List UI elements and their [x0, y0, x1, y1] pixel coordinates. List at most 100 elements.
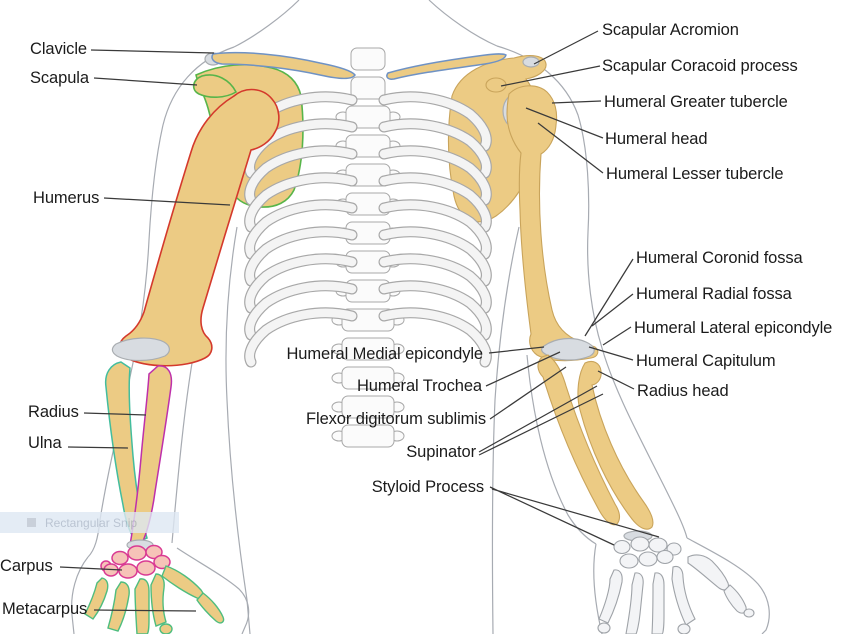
connector-humeral-head: [525, 107, 604, 139]
connector-scapula: [93, 77, 198, 86]
connector-supinator: [478, 385, 604, 456]
label-radius: Radius: [28, 403, 79, 421]
rib: [245, 281, 357, 340]
vertebra: [341, 395, 395, 419]
right-inner-forearm-outline: [526, 354, 597, 545]
label-humeral-trochea: Humeral Trochea: [356, 377, 482, 395]
left-forearm: [104, 361, 173, 551]
label-humeral-radial-fossa: Humeral Radial fossa: [636, 285, 792, 303]
right-radius-bone: [577, 360, 654, 530]
label-supinator: Supinator: [406, 443, 476, 461]
connector-radius-head: [597, 370, 635, 390]
connector-humeral-radial-fossa: [591, 293, 634, 327]
label-humerus: Humerus: [33, 189, 100, 207]
left-humerus-bone: [118, 88, 280, 367]
right-thumb-phalanx: [723, 584, 747, 614]
left-hand-outline: [71, 547, 250, 634]
left-hand-bones: [84, 544, 225, 634]
right-carpal: [613, 539, 631, 555]
connector-clavicle: [90, 49, 215, 54]
left-index-metacarpal: [150, 573, 167, 627]
label-connectors: [59, 30, 660, 612]
connector-humeral-capitulum: [588, 346, 634, 361]
rib: [245, 227, 357, 286]
right-carpal: [648, 537, 668, 553]
left-torso-outline: [225, 226, 251, 634]
right-middle-metacarpal: [651, 572, 665, 634]
right-thumb-metacarpal: [687, 554, 729, 591]
label-humeral-medial-epicondyle: Humeral Medial epicondyle: [286, 345, 483, 363]
left-carpal: [153, 554, 171, 570]
label-flexor-digitorum-sublimis: Flexor digitorum sublimis: [306, 410, 486, 428]
label-humeral-greater-tubercle: Humeral Greater tubercle: [604, 93, 788, 111]
connector-humeral-lateral-epicondyle: [602, 326, 632, 346]
rib: [245, 200, 357, 259]
left-carpal: [118, 563, 138, 579]
right-ulna-bone: [537, 354, 620, 526]
label-styloid-process: Styloid Process: [371, 478, 484, 496]
rib: [379, 227, 491, 286]
vertebra: [345, 105, 391, 129]
connector-scapular-coracoid: [500, 65, 601, 87]
rib: [379, 119, 491, 178]
right-knuckle: [677, 623, 691, 634]
label-clavicle: Clavicle: [30, 40, 87, 58]
label-scapula: Scapula: [30, 69, 89, 87]
left-carpal: [127, 545, 147, 561]
rib: [379, 92, 491, 151]
connector-radius: [83, 412, 147, 416]
right-index-metacarpal: [671, 565, 696, 626]
right-pinky-metacarpal: [598, 569, 623, 624]
left-carpal: [111, 550, 129, 566]
left-thumb-phalanx: [196, 592, 225, 624]
label-humeral-head: Humeral head: [605, 130, 708, 148]
vertebra: [341, 366, 395, 390]
rib: [379, 146, 491, 205]
rib: [245, 254, 357, 313]
clavicles: [204, 51, 507, 80]
vertebra: [341, 424, 395, 448]
connector-scapular-acromion: [533, 30, 599, 65]
snip-tooltip-text: Rectangular Snip: [45, 515, 138, 530]
connector-flexor-digitorum-sublimis: [489, 366, 567, 420]
vertebra: [350, 76, 386, 100]
connector-carpus: [59, 566, 123, 571]
neck-outline-right: [428, 0, 498, 47]
left-carpal: [136, 560, 156, 576]
left-upper-arm: [111, 74, 280, 367]
rib: [379, 281, 491, 340]
left-pinky-metacarpal: [84, 577, 109, 620]
left-clavicle-bone: [211, 51, 356, 80]
label-humeral-capitulum: Humeral Capitulum: [636, 352, 776, 370]
rib: [245, 173, 357, 232]
left-thumb-metacarpal: [161, 565, 204, 600]
label-humeral-lesser-tubercle: Humeral Lesser tubercle: [606, 165, 784, 183]
right-upper-arm: [502, 85, 599, 362]
connector-humeral-trochea: [485, 351, 561, 387]
connector-metacarpus: [93, 609, 197, 612]
label-carpus: Carpus: [0, 557, 53, 575]
label-metacarpus: Metacarpus: [2, 600, 88, 618]
left-ring-metacarpal: [107, 581, 130, 632]
label-humeral-coronid-fossa: Humeral Coronid fossa: [636, 249, 803, 267]
rib: [379, 200, 491, 259]
left-trochlea-cartilage: [111, 337, 170, 362]
snip-square-icon: [27, 518, 36, 527]
right-humerus-bone: [506, 85, 599, 362]
connector-humerus: [103, 197, 231, 206]
rib: [379, 254, 491, 313]
label-scapular-acromion: Scapular Acromion: [602, 21, 739, 39]
connector-humeral-greater-tubercle: [551, 100, 602, 104]
connector-humeral-coronid-fossa: [584, 258, 634, 337]
label-scapular-coracoid-process: Scapular Coracoid process: [602, 57, 798, 75]
rib: [245, 308, 357, 367]
left-knuckle: [159, 623, 173, 634]
vertebra: [345, 134, 391, 158]
label-ulna: Ulna: [28, 434, 62, 452]
vertebra: [350, 47, 386, 71]
snip-tooltip-bar: Rectangular Snip: [0, 512, 179, 533]
right-arm-outline: [496, 45, 688, 539]
connector-ulna: [67, 446, 129, 449]
